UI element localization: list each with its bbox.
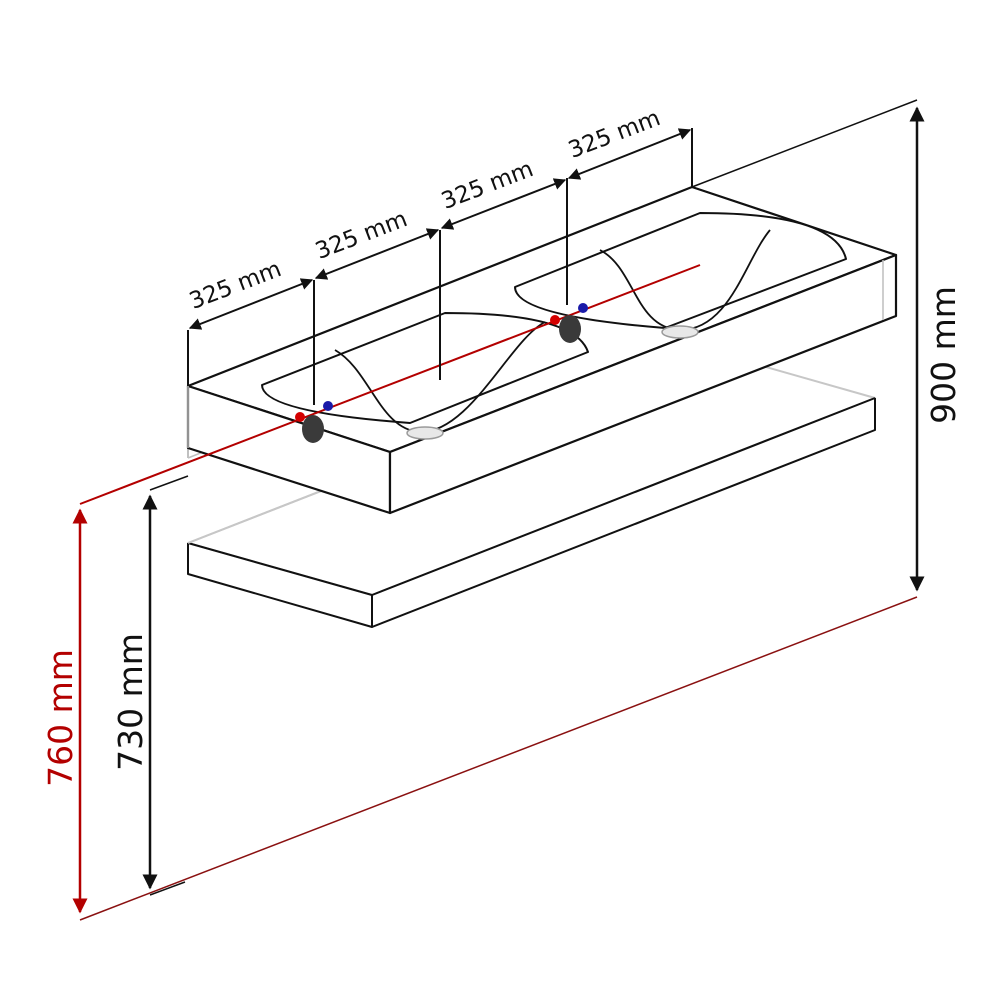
height-label-900: 900 mm: [924, 286, 963, 424]
height-label-760: 760 mm: [41, 649, 80, 787]
shelf-right-face: [371, 398, 876, 628]
width-arrow-3: [440, 178, 567, 230]
cold-valve-left: [323, 401, 333, 411]
left-drain-plug: [406, 426, 444, 440]
cold-valve-right: [578, 303, 588, 313]
bottom-level-line: [149, 881, 186, 896]
floor-line: [79, 596, 918, 921]
width-label-1: 325 mm: [186, 256, 285, 315]
drain-outlet-right: [559, 315, 581, 343]
width-dimensions: [187, 128, 693, 405]
pipe-line: [79, 264, 701, 505]
width-label-4: 325 mm: [565, 105, 664, 164]
right-bowl: [514, 212, 847, 339]
total-top-line: [896, 100, 917, 255]
height-label-730: 730 mm: [111, 633, 150, 771]
top-level-line: [149, 475, 189, 491]
width-arrow-4: [567, 128, 692, 180]
right-drain-plug: [661, 325, 699, 339]
valves: [295, 303, 588, 443]
hot-valve-right: [550, 315, 560, 325]
hot-valve-left: [295, 412, 305, 422]
width-arrow-2: [314, 228, 440, 280]
width-label-3: 325 mm: [438, 156, 537, 215]
basin-right-face: [388, 253, 898, 515]
drain-outlet-left: [302, 415, 324, 443]
height-dimensions: [72, 106, 925, 914]
width-label-2: 325 mm: [312, 206, 411, 265]
shelf-front-face: [187, 543, 373, 628]
pipe-lines: [79, 99, 918, 921]
width-arrow-1: [188, 278, 314, 330]
